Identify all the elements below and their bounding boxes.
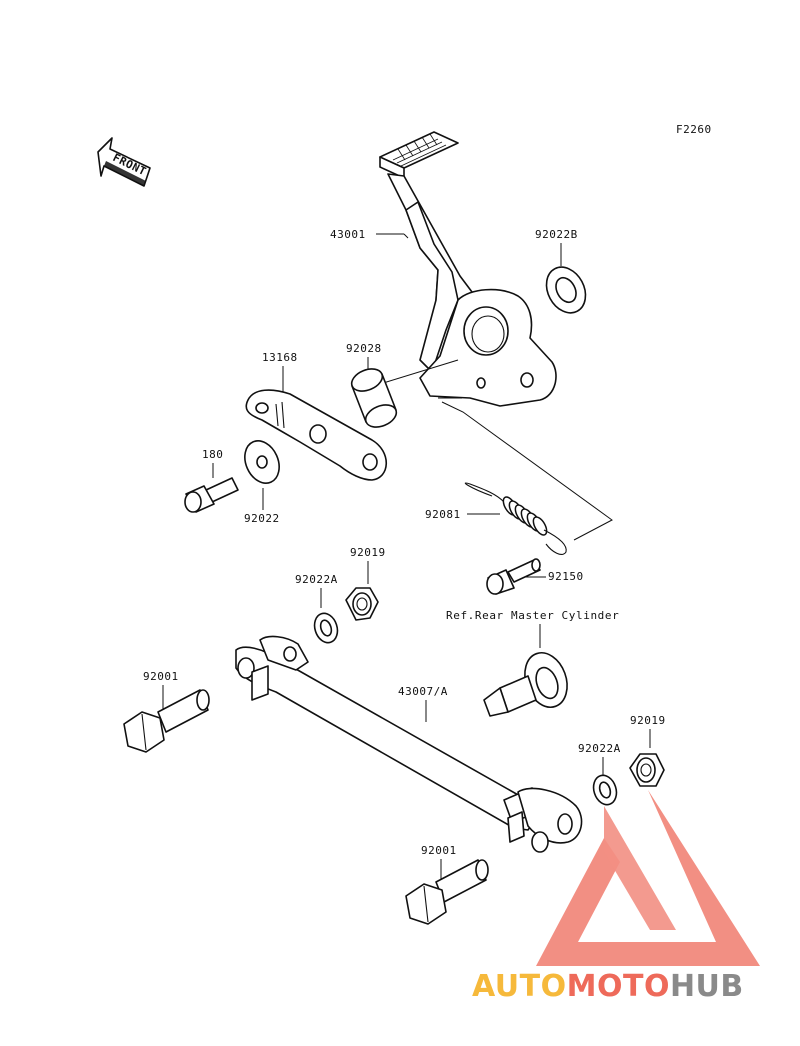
callout-washer-a-left: 92022A [295,573,338,586]
figure-code: F2260 [676,123,712,136]
front-arrow-icon: FRONT [97,137,151,187]
connecting-rod [235,635,583,853]
bolt-bottom [405,859,489,925]
spring-bolt [486,558,541,595]
watermark-hub: HUB [670,969,744,1004]
watermark-moto: MOTO [567,969,670,1004]
callout-spring: 92081 [425,508,461,521]
washer-b [545,266,587,314]
callout-bolt-left: 92001 [143,670,179,683]
watermark-auto: AUTO [472,969,567,1004]
callout-bolt-spring: 92150 [548,570,584,583]
callout-rod: 43007/A [398,685,448,698]
watermark-text: AUTOMOTOHUB [472,969,744,1004]
watermark-logo-icon [536,790,760,966]
callout-bolt-bottom: 92001 [421,844,457,857]
callout-bolt-small: 180 [202,448,223,461]
nut-left [345,587,379,621]
bolt-left [123,689,210,753]
callout-washer-a-right: 92022A [578,742,621,755]
callout-bush: 92028 [346,342,382,355]
callout-pedal: 43001 [330,228,366,241]
washer-a-left [313,612,339,644]
callout-nut-left: 92019 [350,546,386,559]
return-spring [464,482,567,555]
callout-nut-right: 92019 [630,714,666,727]
master-cylinder-clevis [483,652,568,717]
washer-a-right [592,774,618,806]
brake-pedal [379,131,557,407]
ref-note: Ref.Rear Master Cylinder [446,609,619,622]
callout-bracket: 13168 [262,351,298,364]
pivot-bush [350,368,398,428]
callout-washer-b: 92022B [535,228,578,241]
pivot-bracket [245,389,387,481]
plain-washer [244,440,280,484]
small-bolt [184,477,239,513]
callout-washer-plain: 92022 [244,512,280,525]
nut-right [629,753,665,787]
